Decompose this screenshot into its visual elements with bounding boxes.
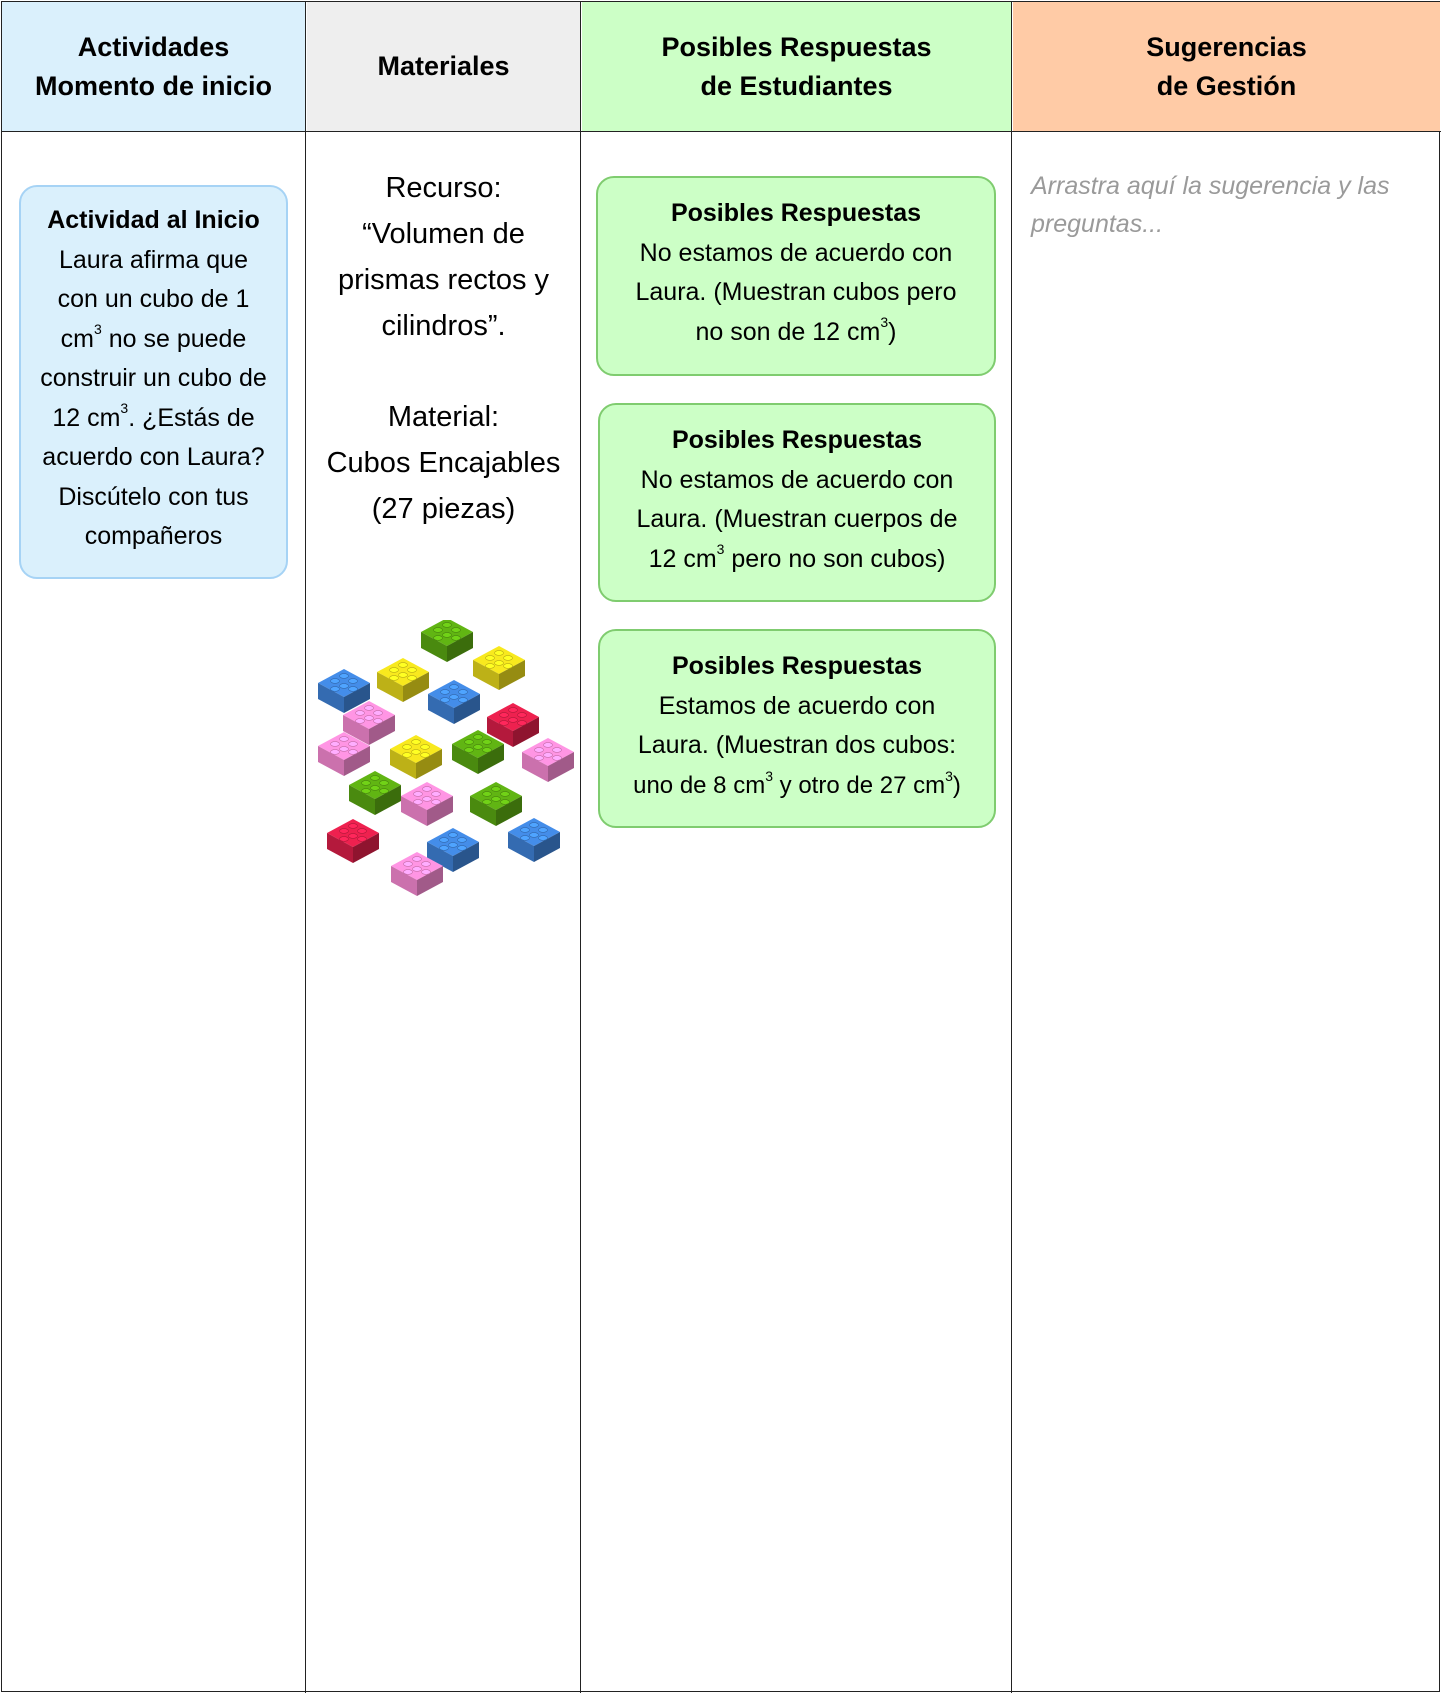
response-card[interactable]: Posibles Respuestas No estamos de acuerd… [598,403,996,602]
suggestions-drop-zone[interactable]: Arrastra aquí la sugerencia y las pregun… [1031,172,1390,238]
lego-brick [401,782,453,826]
lego-bricks-icon [318,620,574,896]
lego-brick [427,828,479,872]
lego-brick [508,818,560,862]
lego-brick [428,680,480,724]
lego-brick [343,701,395,745]
lego-brick [390,735,442,779]
column-header-materials: Materiales [307,2,580,131]
column-divider [580,1,581,1693]
lego-brick [421,620,473,662]
activity-card[interactable]: Actividad al Inicio Laura afirma que con… [19,185,288,579]
lego-brick [487,703,539,747]
response-card[interactable]: Posibles Respuestas Estamos de acuerdo c… [598,629,996,828]
lego-brick [318,669,370,713]
column-divider [1011,1,1012,1693]
column-divider [305,1,306,1693]
lego-brick [318,732,370,776]
lego-brick [349,771,401,815]
lego-brick [452,730,504,774]
lego-brick [470,782,522,826]
lego-brick [473,646,525,690]
activity-card-title: Actividad al Inicio [47,206,260,234]
material-text: Material: Cubos Encajables (27 piezas) [326,401,561,525]
resource-text: Recurso: “Volumen de prismas rectos y ci… [337,172,550,342]
lego-brick [377,658,429,702]
lego-brick [391,852,443,896]
lego-brick [327,819,379,863]
response-card[interactable]: Posibles Respuestas No estamos de acuerd… [596,176,996,376]
lego-brick [522,738,574,782]
header-divider [1,131,1441,132]
